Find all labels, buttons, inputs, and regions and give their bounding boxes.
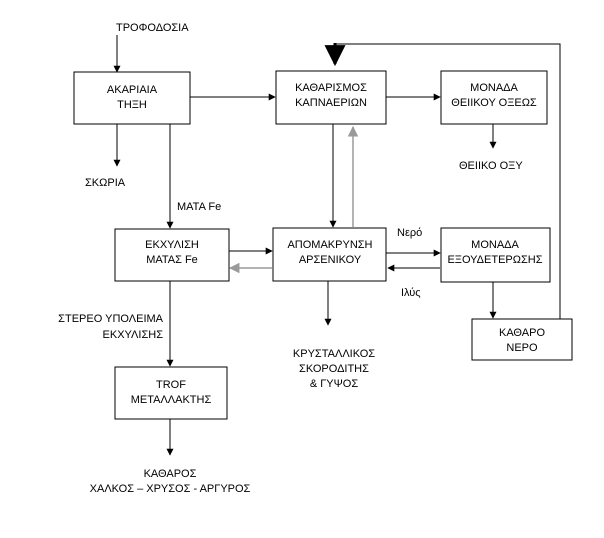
scorodite-label-line1: ΚΡΥΣΤΑΛΛΙΚΟΣ [293, 348, 375, 360]
box-label-line1: ΜΟΝΑΔΑ [471, 239, 519, 251]
sulfuric-acid-label: ΘΕΙΙΚΟ ΟΞΥ [459, 160, 523, 172]
scorodite-label-line3: & ΓΥΨΟΣ [310, 378, 359, 390]
box-label-line1: ΑΠΟΜΑΚΡΥΝΣΗ [287, 239, 372, 251]
box-neutralization-unit: ΜΟΝΑΔΑ ΕΞΟΥΔΕΤΕΡΩΣΗΣ [440, 227, 551, 283]
box-label-line1: ΚΑΘΑΡΙΣΜΟΣ [295, 82, 367, 94]
box-arsenic-removal: ΑΠΟΜΑΚΡΥΝΣΗ ΑΡΣΕΝΙΚΟΥ [272, 227, 387, 282]
sludge-label: Ιλύς [401, 287, 421, 299]
box-label-line1: ΕΚΧΥΛΙΣΗ [145, 239, 199, 251]
matte-fe-label: ΜΑΤΑ Fe [177, 201, 221, 213]
box-label-line1: ΚΑΘΑΡΟ [499, 327, 545, 339]
box-label-line2: ΘΕΙΙΚΟΥ ΟΞΕΩΣ [451, 97, 537, 109]
box-trof-converter: TROF ΜΕΤΑΛΛΑΚΤΗΣ [114, 366, 228, 420]
products-label-line1: ΚΑΘΑΡΟΣ [144, 468, 197, 480]
box-flue-gas-cleaning: ΚΑΘΑΡΙΣΜΟΣ ΚΑΠΝΑΕΡΙΩΝ [275, 70, 387, 125]
products-label-line2: ΧΑΛΚΟΣ – ΧΡΥΣΟΣ - ΑΡΓΥΡΟΣ [90, 483, 251, 495]
water-label: Νερό [397, 227, 422, 239]
slag-label: ΣΚΩΡΙΑ [85, 177, 126, 189]
box-instant-melting: ΑΚΑΡΙΑΙΑ ΤΗΞΗ [73, 71, 191, 125]
box-label-line2: ΜΕΤΑΛΛΑΚΤΗΣ [131, 394, 212, 406]
box-label-line1: TROF [156, 379, 186, 391]
box-label-line2: ΜΑΤΑΣ Fe [146, 254, 198, 266]
box-label-line2: ΚΑΠΝΑΕΡΙΩΝ [295, 97, 367, 109]
scorodite-label-line2: ΣΚΟΡΟΔΙΤΗΣ [299, 363, 369, 375]
box-label-line1: ΑΚΑΡΙΑΙΑ [107, 84, 158, 96]
leach-residue-label-line2: ΕΚΧΥΛΙΣΗΣ [103, 329, 164, 341]
feed-label: ΤΡΟΦΟΔΟΣΙΑ [116, 22, 189, 34]
box-matte-leaching: ΕΚΧΥΛΙΣΗ ΜΑΤΑΣ Fe [114, 228, 230, 282]
leach-residue-label-line1: ΣΤΕΡΕΟ ΥΠΟΛΕΙΜΑ [58, 313, 163, 325]
box-label-line2: ΕΞΟΥΔΕΤΕΡΩΣΗΣ [447, 254, 542, 266]
box-label-line2: ΝΕΡΟ [506, 342, 538, 354]
box-clean-water: ΚΑΘΑΡΟ ΝΕΡΟ [471, 318, 573, 361]
box-label-line2: ΤΗΞΗ [117, 99, 147, 111]
box-label-line2: ΑΡΣΕΝΙΚΟΥ [299, 254, 362, 266]
box-sulfuric-acid-unit: ΜΟΝΑΔΑ ΘΕΙΙΚΟΥ ΟΞΕΩΣ [440, 70, 548, 125]
box-label-line1: ΜΟΝΑΔΑ [470, 82, 518, 94]
